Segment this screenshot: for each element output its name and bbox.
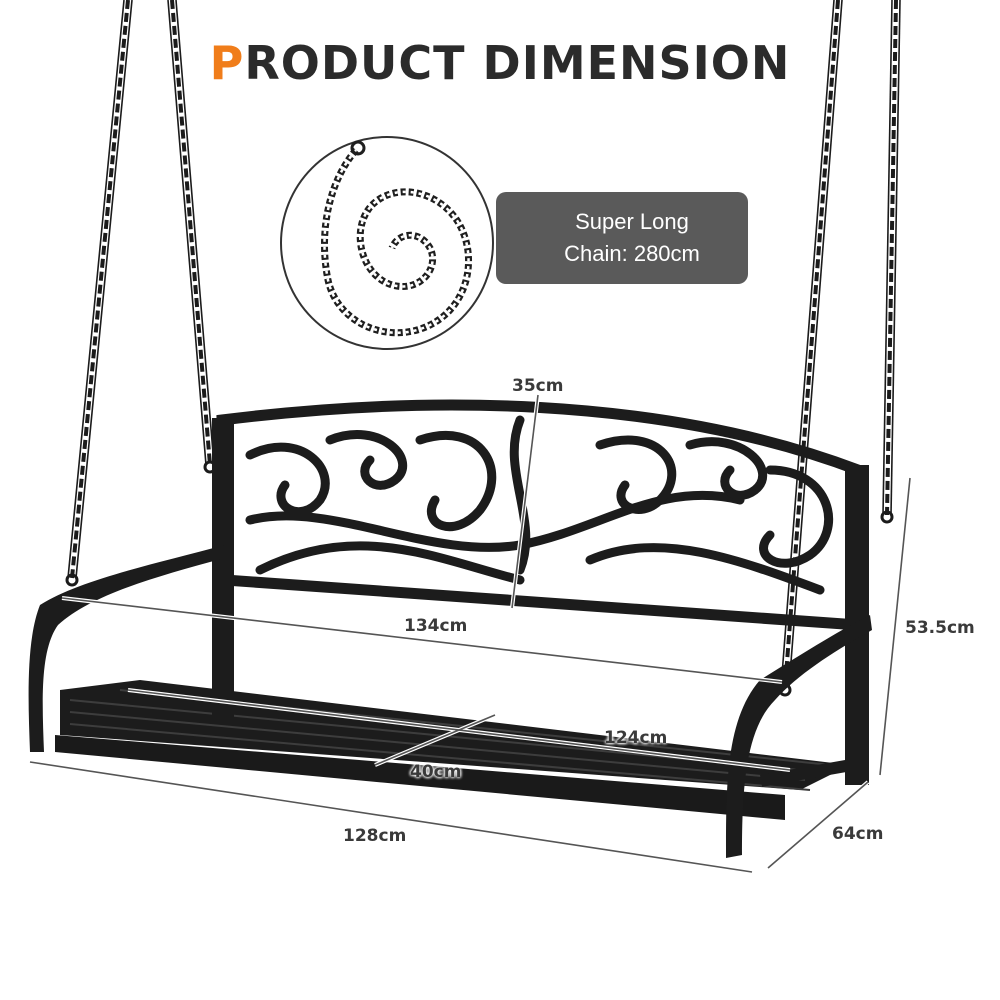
title-first-letter: P bbox=[209, 36, 245, 90]
title-rest: RODUCT DIMENSION bbox=[244, 36, 791, 90]
hanging-chains bbox=[70, 0, 898, 689]
chain-detail-inset bbox=[280, 136, 494, 350]
dim-line-134 bbox=[61, 597, 783, 683]
chain-right-outer bbox=[783, 0, 840, 689]
backrest-frame bbox=[216, 399, 864, 631]
chain-length-callout: Super Long Chain: 280cm bbox=[496, 192, 748, 284]
backrest-scrolls bbox=[245, 415, 833, 595]
dim-bench-length: 134cm bbox=[404, 616, 468, 636]
dim-base-length: 128cm bbox=[343, 826, 407, 846]
dim-backrest-height: 35cm bbox=[512, 376, 564, 396]
dim-seat-depth: 40cm bbox=[410, 762, 462, 782]
left-armrest bbox=[28, 545, 226, 752]
dim-total-height: 53.5cm bbox=[905, 618, 975, 638]
dim-line-128 bbox=[29, 761, 753, 873]
dim-line-64 bbox=[767, 781, 869, 869]
right-armrest bbox=[725, 615, 872, 858]
dim-seat-width: 124cm bbox=[604, 728, 668, 748]
page-title: PRODUCT DIMENSION bbox=[0, 36, 1000, 90]
callout-line-1: Super Long bbox=[575, 209, 689, 234]
dim-line-backrest bbox=[511, 394, 539, 609]
chain-left-outer bbox=[70, 0, 130, 579]
swing-bench bbox=[28, 399, 872, 858]
callout-line-2: Chain: 280cm bbox=[564, 241, 700, 266]
chain-right-inner bbox=[885, 0, 898, 516]
dim-line-height bbox=[879, 477, 911, 776]
dim-line-40 bbox=[374, 714, 496, 766]
dim-total-depth: 64cm bbox=[832, 824, 884, 844]
